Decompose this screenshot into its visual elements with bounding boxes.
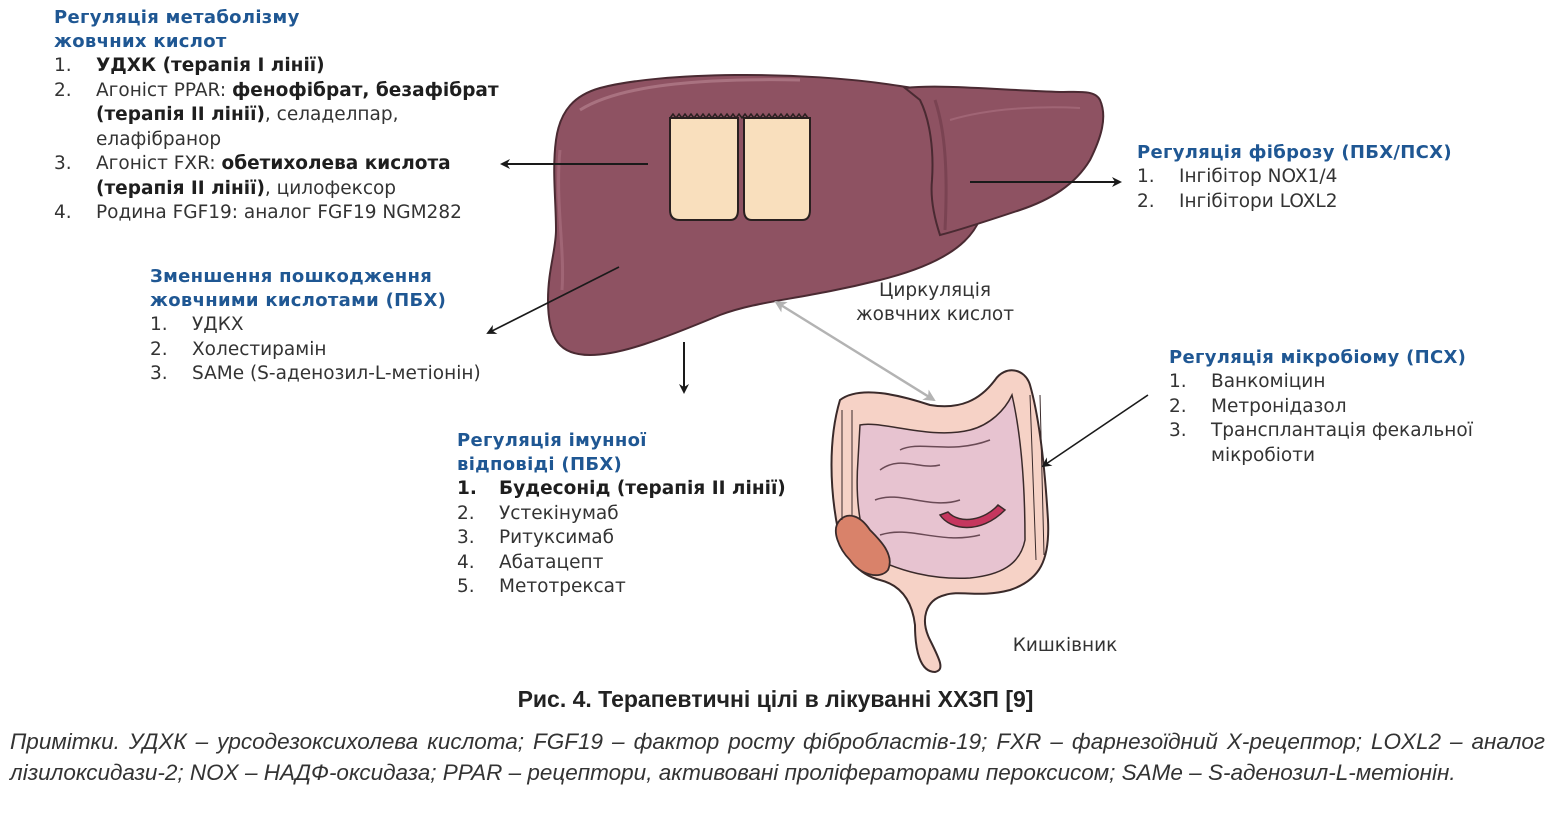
item-text: , селаделпар, елафібранор (96, 104, 399, 150)
item-number: 1. (1137, 166, 1155, 187)
item-text: Інгібітори LOXL2 (1179, 190, 1338, 212)
list-item: 2. Холестирамін (150, 338, 530, 363)
item-text: SAMe (S-аденозил-L-метіонін) (192, 363, 481, 384)
item-number: 2. (1137, 190, 1155, 212)
item-text: Ритуксимаб (499, 527, 614, 548)
list-item: 2. Метронідазол (1169, 395, 1539, 420)
item-number: 3. (54, 153, 72, 174)
item-text: Ванкоміцин (1211, 371, 1326, 392)
metabolism-list: 1.УДХК (терапія І лінії)2.Агоніст PPAR: … (54, 54, 514, 226)
damage-title-line2: жовчними кислотами (ПБХ) (150, 290, 447, 311)
item-number: 1. (54, 55, 72, 76)
item-number: 3. (1169, 420, 1187, 441)
item-number: 5. (457, 576, 475, 597)
item-text: Холестирамін (192, 338, 327, 360)
item-number: 1. (150, 314, 168, 335)
list-item: 3. Агоніст FXR: обетихолева кислота (тера… (54, 152, 514, 201)
arrow-to-damage (486, 266, 620, 334)
item-text: Інгібітор NOX1/4 (1179, 166, 1338, 187)
arrow-to-intestine (1041, 394, 1149, 468)
list-item: 2. Устекінумаб (457, 502, 817, 527)
item-text: УДКХ (192, 314, 244, 335)
item-number: 4. (457, 551, 475, 573)
immune-title-line2: відповіді (ПБХ) (457, 454, 623, 475)
intestine-illustration (830, 369, 1050, 674)
figure-notes: Примітки. УДХК – урсодезоксихолева кисло… (10, 729, 1545, 785)
circulation-line2: жовчних кислот (855, 304, 1015, 325)
list-item: 4. Абатацепт (457, 551, 817, 576)
fibrosis-block: Регуляція фіброзу (ПБХ/ПСХ) 1. Інгібітор … (1137, 141, 1537, 214)
list-item: 1. Інгібітор NOX1/4 (1137, 165, 1537, 190)
arrow-circulation (774, 300, 936, 402)
circulation-line1: Циркуляція (878, 280, 992, 301)
microbiome-block: Регуляція мікробіому (ПСХ) 1. Ванкоміцин … (1169, 346, 1539, 468)
item-number: 1. (457, 478, 477, 499)
item-text: Абатацепт (499, 551, 604, 573)
list-item: 2. Інгібітори LOXL2 (1137, 190, 1537, 215)
item-number: 2. (457, 502, 475, 524)
list-item: 5. Метотрексат (457, 575, 817, 600)
liver-illustration (546, 73, 1105, 357)
item-text: УДХК (терапія І лінії) (96, 55, 325, 76)
microbiome-title: Регуляція мікробіому (ПСХ) (1169, 347, 1467, 368)
item-number: 1. (1169, 371, 1187, 392)
item-text: Метотрексат (499, 576, 626, 597)
damage-title-line1: Зменшення пошкодження (150, 266, 433, 287)
item-text: Родина FGF19: аналог FGF19 NGM282 (96, 202, 462, 223)
item-text: Будесонід (терапія ІІ лінії) (499, 478, 786, 499)
fibrosis-list: 1. Інгібітор NOX1/4 2. Інгібітори LOXL2 (1137, 165, 1537, 214)
immune-block: Регуляція імунної відповіді (ПБХ) 1. Буде… (457, 429, 817, 600)
damage-block: Зменшення пошкодження жовчними кислотами… (150, 265, 530, 387)
immune-title-line1: Регуляція імунної (457, 430, 647, 451)
circulation-label: Циркуляція жовчних кислот (830, 279, 1040, 327)
item-text: Агоніст FXR: (96, 153, 222, 174)
list-item: 3. Трансплантація фекальної мікробіоти (1169, 419, 1501, 468)
metabolism-title-line2: жовчних кислот (54, 31, 227, 52)
item-number: 4. (54, 202, 72, 223)
list-item: 4. Родина FGF19: аналог FGF19 NGM282 (54, 201, 514, 226)
intestine-label: Кишківник (1012, 635, 1118, 656)
fibrosis-title: Регуляція фіброзу (ПБХ/ПСХ) (1137, 142, 1452, 163)
list-item: 1. Будесонід (терапія ІІ лінії) (457, 477, 817, 502)
list-item: 3. Ритуксимаб (457, 526, 817, 551)
item-number: 2. (1169, 395, 1187, 417)
item-text: Метронідазол (1211, 395, 1347, 417)
list-item: 1. Ванкоміцин (1169, 370, 1539, 395)
immune-list: 1. Будесонід (терапія ІІ лінії) 2. Устекін… (457, 477, 817, 600)
microbiome-list: 1. Ванкоміцин 2. Метронідазол 3. Трансплант… (1169, 370, 1539, 468)
item-text: , цилофексор (264, 177, 397, 199)
damage-list: 1. УДКХ 2. Холестирамін 3. SAMe (S-аденозил… (150, 313, 530, 387)
item-text: Устекінумаб (499, 502, 619, 524)
list-item: 1. УДКХ (150, 313, 530, 338)
cholangiocytes-icon (669, 112, 811, 221)
metabolism-block: Регуляція метаболізму жовчних кислот 1. У… (54, 6, 514, 226)
item-number: 2. (54, 79, 72, 101)
figure-caption: Рис. 4. Терапевтичні цілі в лікуванні ХХ… (517, 686, 1034, 712)
item-number: 3. (457, 527, 475, 548)
item-text: Трансплантація фекальної мікробіоти (1211, 420, 1473, 466)
item-number: 3. (150, 363, 168, 384)
item-number: 2. (150, 338, 168, 360)
liver-left-lobe (902, 85, 1105, 237)
item-text: Агоніст PPAR: (96, 79, 232, 101)
item-text: фенофібрат, безафібрат (терапія ІІ лінії… (96, 79, 499, 126)
item-text: обетихолева кислота (терапія ІІ лінії) (96, 153, 451, 199)
list-item: 1. УДХК (терапія І лінії) (54, 54, 514, 79)
metabolism-title-line1: Регуляція метаболізму (54, 7, 300, 28)
list-item: 2. Агоніст PPAR: фенофібрат, безафібрат (… (54, 79, 514, 153)
list-item: 3. SAMe (S-аденозил-L-метіонін) (150, 362, 530, 387)
